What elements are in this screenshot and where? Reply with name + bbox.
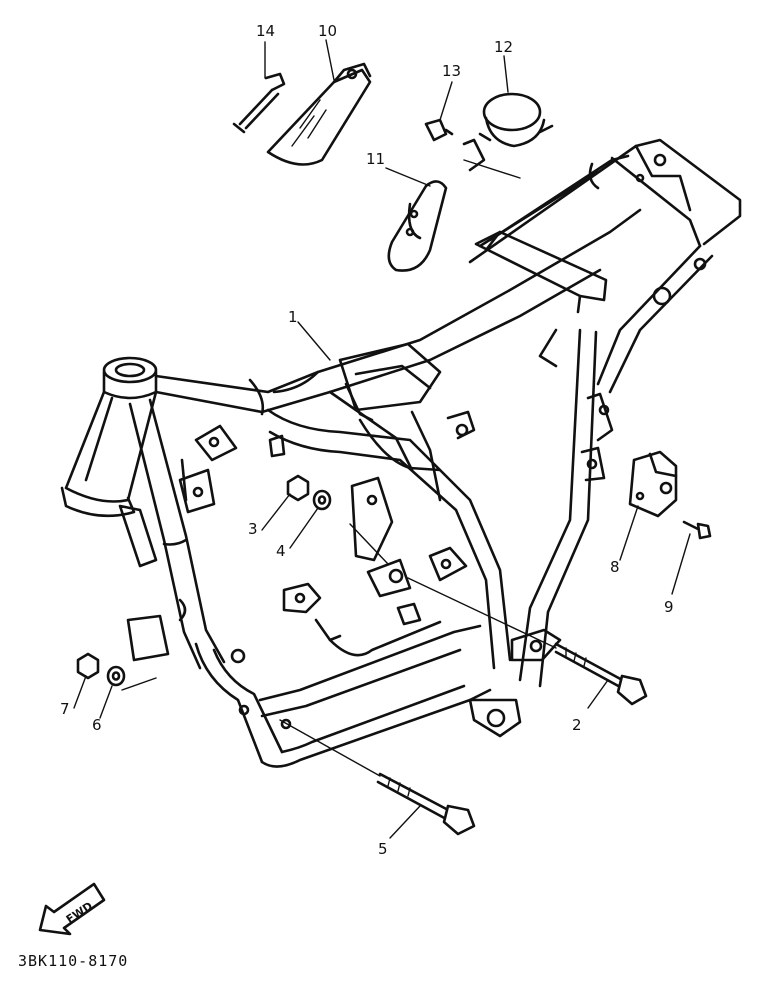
- callout-7: 7: [60, 700, 70, 718]
- part-10-plate: [266, 62, 372, 166]
- callout-8: 8: [610, 558, 620, 576]
- callout-1: 1: [288, 308, 298, 326]
- callout-11: 11: [366, 150, 385, 168]
- callout-13: 13: [442, 62, 461, 80]
- callout-labels: 14 10 13 12 11 1 3 4 8 9 7 6 2 5: [60, 22, 674, 858]
- callout-3: 3: [248, 520, 258, 538]
- leader-lines: [73, 39, 691, 839]
- callout-10: 10: [318, 22, 337, 40]
- part-6-washer: [106, 665, 126, 687]
- part-12-cap: [478, 92, 554, 148]
- part-4-washer: [312, 489, 332, 511]
- part-11-cover-bracket: [387, 138, 486, 272]
- diagram-reference-code: 3BK110-8170: [18, 952, 128, 970]
- callout-4: 4: [276, 542, 286, 560]
- part-9-bolt: [682, 520, 712, 540]
- callout-5: 5: [378, 840, 388, 858]
- part-14-band: [232, 72, 286, 134]
- callout-6: 6: [92, 716, 102, 734]
- callout-2: 2: [572, 716, 582, 734]
- part-8-bracket: [628, 450, 678, 518]
- main-frame: [60, 138, 742, 768]
- part-3-nut: [286, 474, 310, 502]
- callout-9: 9: [664, 598, 674, 616]
- part-5-bolt: [376, 772, 476, 836]
- part-7-nut: [76, 652, 100, 680]
- callout-12: 12: [494, 38, 513, 56]
- part-2-bolt: [554, 642, 648, 706]
- fwd-direction-arrow: FWD: [38, 882, 106, 936]
- callout-14: 14: [256, 22, 275, 40]
- part-13-bolt: [424, 118, 454, 142]
